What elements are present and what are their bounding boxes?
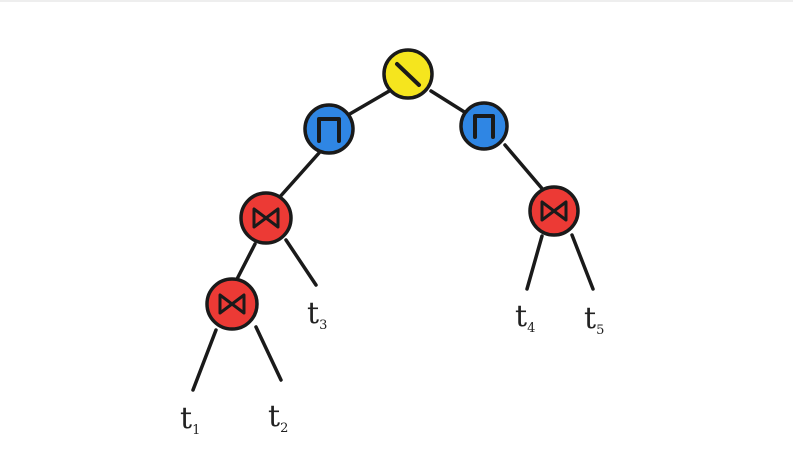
edge-root-right xyxy=(429,89,468,115)
leaf-label-t3: t3 xyxy=(307,296,327,333)
join-icon xyxy=(540,200,568,222)
edge-join-t3 xyxy=(284,238,318,287)
edge-right-int-join xyxy=(503,143,547,194)
leaf-label-t2: t2 xyxy=(268,399,288,436)
intersection-icon xyxy=(473,114,495,139)
difference-node xyxy=(382,48,434,100)
intersection-node-right xyxy=(459,101,509,151)
join-icon xyxy=(252,207,280,229)
leaf-label-t1: t1 xyxy=(180,401,200,438)
edge-join-t1 xyxy=(191,328,218,392)
edge-join-t2 xyxy=(254,325,283,382)
join-node-left-lower xyxy=(205,277,259,331)
edge-root-left xyxy=(346,88,393,117)
intersection-node-left xyxy=(303,103,355,155)
edge-join-join xyxy=(234,242,257,283)
join-node-right xyxy=(528,185,580,237)
difference-icon xyxy=(395,62,421,87)
edge-left-int-join xyxy=(276,151,321,201)
leaf-label-t4: t4 xyxy=(515,299,535,336)
edge-join-t5 xyxy=(570,233,595,291)
tree-edges xyxy=(191,88,595,392)
intersection-icon xyxy=(317,117,341,143)
join-node-left-upper xyxy=(239,191,293,245)
leaf-label-t5: t5 xyxy=(584,301,604,338)
join-icon xyxy=(218,293,246,315)
edge-join-t4 xyxy=(525,234,544,291)
